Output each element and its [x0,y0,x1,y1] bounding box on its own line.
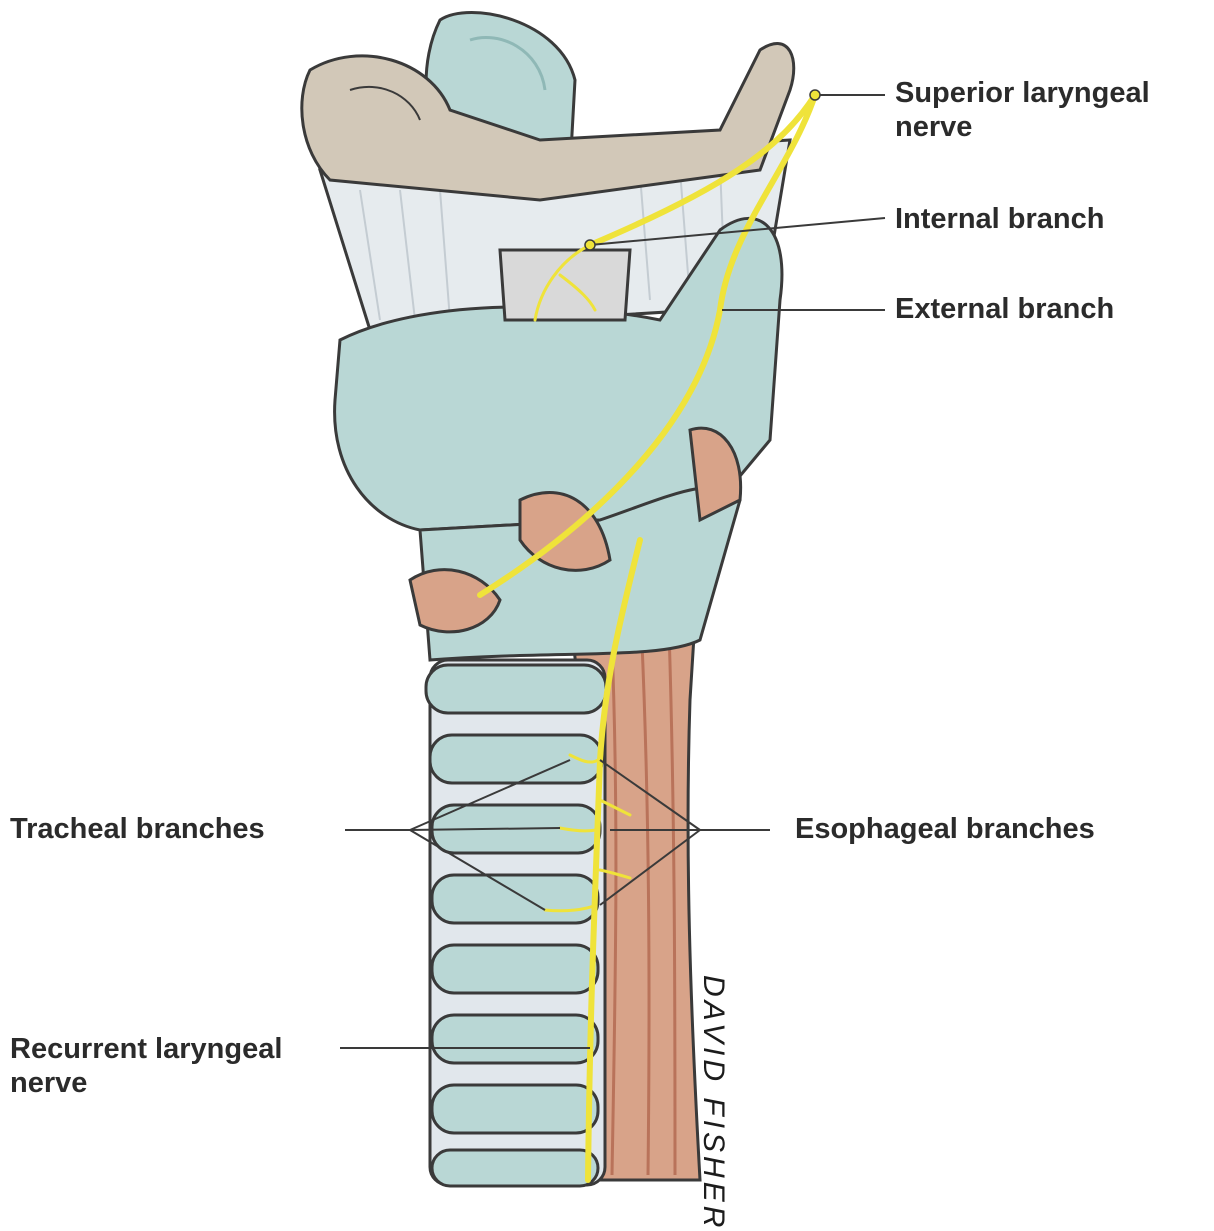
label-external-branch: External branch [895,293,1115,325]
label-internal-branch: Internal branch [895,203,1105,235]
label-recurrent-laryngeal-nerve: Recurrent laryngeal nerve [10,1032,282,1100]
leader-lines [340,94,886,1049]
larynx-illustration [300,11,886,1188]
label-recurrent-laryngeal-line2: nerve [10,1067,88,1099]
cricoid-cartilage [418,485,742,662]
label-recurrent-laryngeal-line1: Recurrent laryngeal [10,1033,283,1065]
superior-laryngeal-nerve [477,92,818,598]
label-superior-laryngeal-line2: nerve [895,111,973,143]
label-esophageal-branches: Esophageal branches [795,813,1095,845]
thyroid-cartilage [333,217,784,532]
label-tracheal-branches: Tracheal branches [10,813,265,845]
trachea [424,658,608,1188]
hyoid-bone [300,42,796,202]
artist-signature: DAVID FISHER [697,975,730,1231]
label-superior-laryngeal-line1: Superior laryngeal [895,77,1150,109]
recurrent-laryngeal-nerve [543,537,643,1183]
label-superior-laryngeal-nerve: Superior laryngeal nerve [895,76,1150,144]
